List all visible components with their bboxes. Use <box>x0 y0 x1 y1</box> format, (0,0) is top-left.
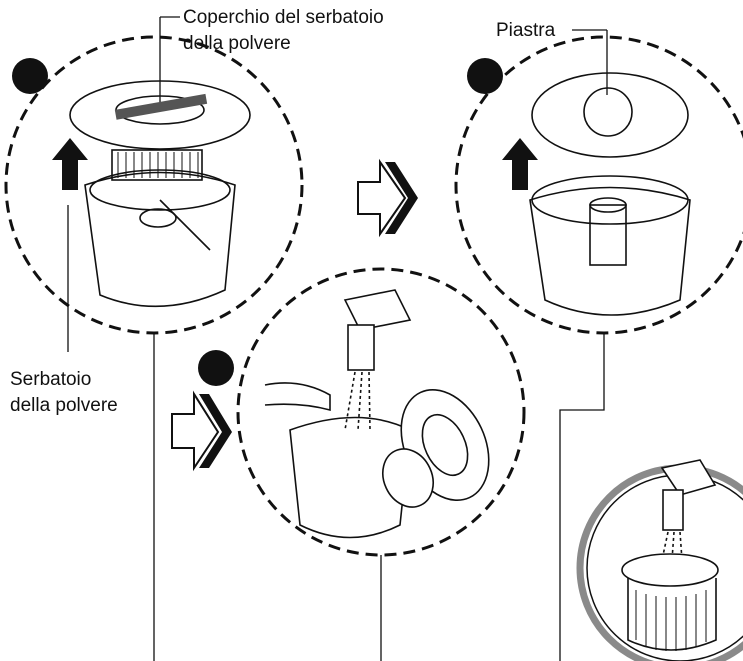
plate-label: Piastra <box>496 20 556 41</box>
inset-filter-top <box>622 554 718 586</box>
faucet <box>345 290 410 330</box>
up-arrow-icon <box>52 138 88 190</box>
inset-illustration <box>580 460 743 661</box>
tank-label-line1: Serbatoio <box>10 369 91 390</box>
cover-label-line1: Coperchio del serbatoio <box>183 7 384 28</box>
step3-illustration <box>456 37 743 333</box>
plate <box>532 73 688 157</box>
tank-callout: Serbatoio della polvere <box>10 205 118 416</box>
step1-bullet-icon <box>12 58 48 94</box>
step2-bullet-icon <box>198 350 234 386</box>
tank-label-line2: della polvere <box>10 395 118 416</box>
step1-illustration <box>6 37 302 333</box>
step2-illustration <box>198 269 524 555</box>
cover-label-line2: della polvere <box>183 33 291 54</box>
dust-tank-open <box>530 188 690 316</box>
up-arrow-icon-2 <box>502 138 538 190</box>
next-arrow-icon-2 <box>172 394 232 468</box>
dust-tank <box>85 173 235 307</box>
next-arrow-icon <box>358 162 418 234</box>
step3-bullet-icon <box>467 58 503 94</box>
